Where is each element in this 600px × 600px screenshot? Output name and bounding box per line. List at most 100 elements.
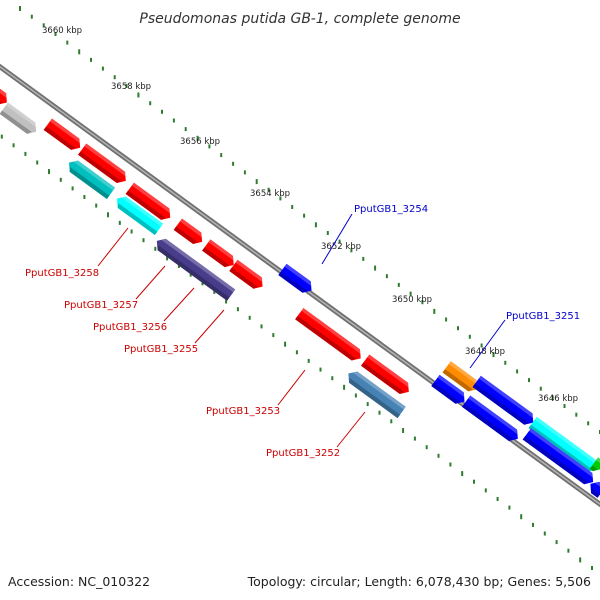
tick-mark	[166, 255, 169, 261]
gene-arrow[interactable]	[586, 478, 600, 498]
tick-mark	[137, 92, 140, 98]
gene-arrow[interactable]	[65, 157, 116, 199]
tick-label-3650: 3650 kbp	[392, 295, 432, 305]
tick-mark	[260, 324, 263, 329]
tick-mark	[551, 395, 554, 401]
gene-arrow[interactable]	[0, 102, 40, 138]
tick-mark	[213, 289, 216, 294]
tick-mark	[19, 6, 21, 11]
leader-3258	[97, 227, 129, 267]
gene-arrow[interactable]	[229, 259, 266, 293]
gene-label-3255[interactable]: PputGB1_3255	[124, 344, 198, 355]
tick-mark	[248, 315, 251, 320]
tick-mark	[343, 384, 346, 390]
gene-label-3251[interactable]: PputGB1_3251	[506, 311, 580, 322]
gene-label-3257[interactable]: PputGB1_3257	[64, 300, 138, 311]
tick-mark	[54, 32, 57, 36]
gene-arrow[interactable]	[522, 428, 598, 488]
tick-mark	[314, 222, 317, 228]
gene-arrow[interactable]	[173, 218, 206, 248]
tick-mark	[374, 265, 377, 271]
gene-arrow[interactable]	[113, 193, 164, 235]
tick-mark	[220, 153, 223, 158]
tick-mark	[303, 213, 306, 218]
tick-mark	[445, 317, 448, 322]
tick-mark	[409, 291, 412, 296]
tick-mark	[563, 404, 566, 408]
tick-mark	[528, 378, 530, 383]
gene-label-3258[interactable]: PputGB1_3258	[25, 268, 99, 279]
gene-arrow[interactable]	[462, 395, 522, 444]
gene-arrow[interactable]	[202, 239, 238, 270]
tick-mark	[421, 300, 424, 305]
tick-mark	[591, 566, 593, 570]
tick-mark	[457, 326, 459, 331]
tick-mark	[12, 143, 15, 148]
gene-arrow[interactable]	[43, 118, 85, 154]
tick-mark	[196, 135, 199, 141]
tick-mark	[24, 151, 27, 156]
tick-mark	[579, 557, 582, 563]
tick-labels: 3646 kbp 3648 kbp 3650 kbp 3652 kbp 3654…	[42, 26, 578, 404]
summary-text: Topology: circular; Length: 6,078,430 bp…	[247, 574, 591, 589]
tick-mark	[90, 57, 92, 62]
tick-mark	[362, 256, 365, 261]
leader-3254	[321, 213, 353, 265]
tick-mark	[520, 514, 523, 520]
tick-mark	[366, 402, 369, 407]
tick-mark	[232, 161, 235, 166]
tick-mark	[326, 231, 329, 235]
tick-mark	[177, 264, 180, 268]
tick-mark	[468, 334, 471, 339]
tick-mark	[236, 307, 239, 312]
gene-labels: PputGB1_3254 PputGB1_3251 PputGB1_3258 P…	[25, 204, 580, 459]
tick-mark	[555, 540, 558, 545]
tick-mark	[338, 239, 341, 244]
gene-label-3254[interactable]: PputGB1_3254	[354, 204, 428, 215]
tick-mark	[480, 343, 483, 348]
tick-mark	[307, 358, 310, 363]
gene-label-3256[interactable]: PputGB1_3256	[93, 322, 167, 333]
gene-arrow[interactable]	[78, 143, 130, 186]
tick-mark	[413, 436, 416, 441]
gene-arrow[interactable]	[361, 354, 413, 397]
tick-mark	[255, 179, 258, 185]
tick-mark	[118, 220, 121, 225]
gene-arrow[interactable]	[472, 375, 538, 429]
leader-3253	[277, 369, 306, 406]
tick-mark	[30, 14, 33, 19]
leader-3255	[194, 309, 225, 344]
gene-arrow[interactable]	[153, 235, 236, 301]
tick-mark	[516, 369, 519, 374]
tick-mark	[575, 412, 578, 417]
gene-arrow[interactable]	[0, 83, 11, 108]
gene-arrow[interactable]	[589, 457, 600, 474]
tick-mark	[390, 419, 393, 424]
tick-label-3648: 3648 kbp	[465, 347, 505, 357]
tick-mark	[95, 203, 98, 208]
tick-mark	[532, 522, 534, 527]
tick-mark	[433, 308, 436, 314]
tick-mark	[149, 101, 152, 106]
gene-arrow[interactable]	[431, 374, 468, 408]
leader-3256	[163, 287, 195, 322]
tick-mark	[567, 548, 570, 553]
tick-mark	[154, 246, 157, 251]
tick-mark	[59, 177, 62, 182]
tick-mark	[385, 274, 388, 279]
gene-arrow[interactable]	[125, 182, 175, 224]
tick-label-3656: 3656 kbp	[180, 137, 220, 147]
tick-mark	[319, 367, 322, 372]
gene-label-3253[interactable]: PputGB1_3253	[206, 406, 280, 417]
gene-label-3252[interactable]: PputGB1_3252	[266, 448, 340, 459]
gene-arrow[interactable]	[344, 368, 406, 419]
gene-arrow[interactable]	[295, 307, 365, 364]
tick-mark	[0, 134, 3, 139]
leader-3251	[469, 319, 506, 369]
tick-label-3654: 3654 kbp	[250, 189, 290, 199]
gene-arrow[interactable]	[528, 416, 600, 475]
gene-arrow[interactable]	[278, 263, 315, 297]
tick-mark	[36, 160, 39, 165]
gene-arrow[interactable]	[442, 361, 482, 395]
